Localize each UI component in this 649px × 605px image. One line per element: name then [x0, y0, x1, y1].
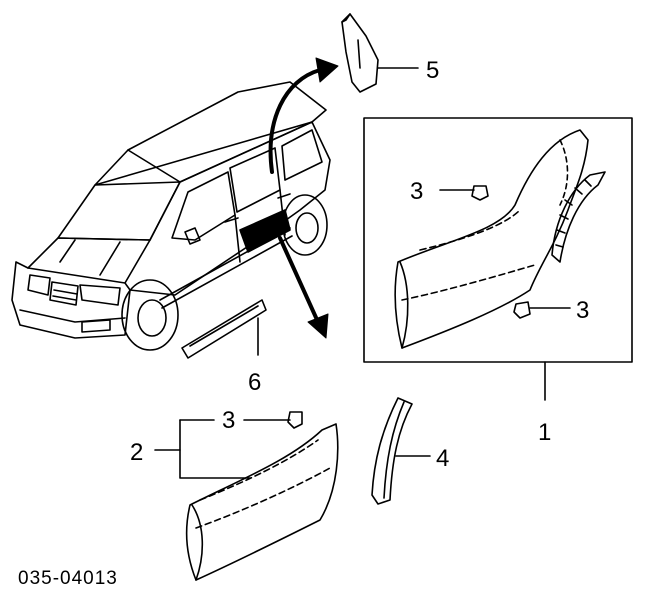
suv-illustration — [11, 81, 331, 351]
callout-5: 5 — [426, 57, 439, 84]
arrow-to-part-5 — [268, 57, 339, 174]
clip-top — [439, 185, 489, 201]
arrow-to-part-1 — [278, 236, 329, 339]
callout-3-lower: 3 — [222, 407, 235, 434]
diagram-part-number: 035-04013 — [18, 568, 118, 589]
callout-4: 4 — [436, 445, 449, 472]
part-2-door-molding — [154, 419, 339, 581]
part-4-arch-molding — [371, 397, 431, 505]
part-6-molding-strip — [181, 299, 267, 359]
clip-right — [513, 301, 571, 319]
part-1-frame — [363, 117, 633, 363]
callout-3-top: 3 — [410, 178, 423, 205]
callout-1: 1 — [538, 419, 551, 446]
part-5-corner-trim — [341, 13, 419, 93]
callout-2: 2 — [130, 439, 143, 466]
callout-3-right: 3 — [576, 297, 589, 324]
part-1-fender-flare — [394, 129, 606, 349]
callout-6: 6 — [248, 369, 261, 396]
clip-lower — [243, 411, 303, 429]
